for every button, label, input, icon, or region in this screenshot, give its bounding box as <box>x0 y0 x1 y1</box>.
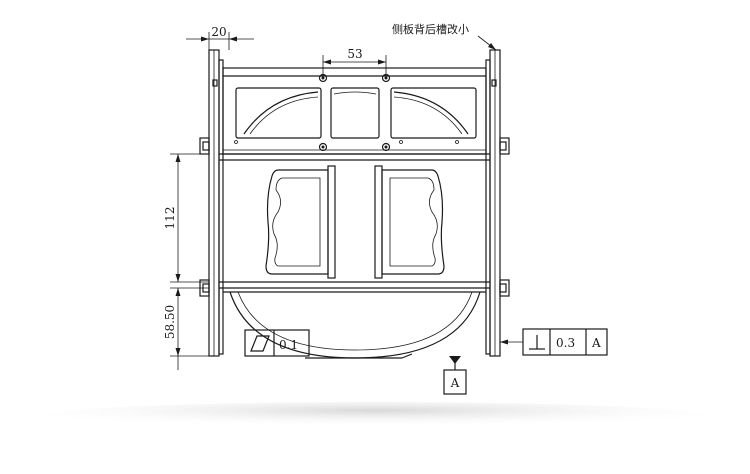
side-bolts <box>199 79 510 297</box>
parallelogram-icon <box>250 335 270 352</box>
perpendicularity-datum: A <box>591 336 601 350</box>
dimension-112-label: 112 <box>163 207 177 230</box>
flatness-tolerance-frame: 0.1 <box>244 329 310 357</box>
floor-shadow <box>45 402 705 430</box>
datum-label: A <box>450 376 460 390</box>
right-side-plate <box>485 49 501 357</box>
side-note-callout: 侧板背后槽改小 <box>392 22 497 51</box>
dimension-20-label: 20 <box>211 25 226 39</box>
upper-frame <box>222 67 487 155</box>
dimension-112: 112 <box>163 153 209 283</box>
dimension-58-50-label: 58.50 <box>163 305 177 339</box>
flatness-value: 0.1 <box>279 338 298 352</box>
left-side-plate <box>208 49 224 357</box>
side-note-text: 侧板背后槽改小 <box>392 22 469 36</box>
datum-marker: A <box>443 356 467 395</box>
middle-shelf <box>219 153 490 289</box>
bottom-bowl <box>223 291 486 359</box>
perpendicularity-value: 0.3 <box>556 336 575 350</box>
perpendicularity-tolerance-frame: 0.3 A <box>500 328 608 356</box>
dimension-58-50: 58.50 <box>163 287 209 370</box>
dimension-53: 53 <box>322 47 387 76</box>
dimension-20: 20 <box>186 25 254 50</box>
perpendicular-icon <box>529 335 545 350</box>
dimension-53-label: 53 <box>347 47 362 61</box>
